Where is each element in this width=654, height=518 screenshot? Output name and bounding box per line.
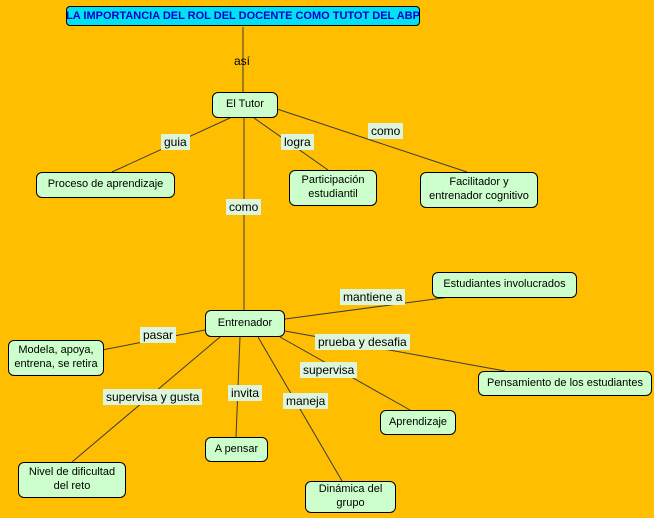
link-label-como-facilitador[interactable]: como [368, 123, 404, 140]
link-label-asi[interactable]: así [234, 54, 251, 68]
link-label-supervisa[interactable]: supervisa [300, 362, 358, 379]
link-label-invita[interactable]: invita [228, 385, 263, 402]
link-label-como-entrenador[interactable]: como [226, 199, 262, 216]
link-label-pasar[interactable]: pasar [140, 327, 177, 344]
link-label-guia[interactable]: guia [161, 134, 190, 151]
edge-entrenador-estudiantes [284, 296, 451, 320]
node-el-tutor[interactable]: El Tutor [212, 92, 278, 118]
node-participacion-estudiantil[interactable]: Participación estudiantil [289, 170, 377, 206]
map-title-node[interactable]: LA IMPORTANCIA DEL ROL DEL DOCENTE COMO … [66, 6, 420, 26]
node-aprendizaje[interactable]: Aprendizaje [380, 410, 456, 435]
link-label-mantiene-a[interactable]: mantiene a [340, 289, 406, 306]
node-a-pensar[interactable]: A pensar [205, 437, 268, 462]
link-label-prueba-y-desafia[interactable]: prueba y desafia [315, 334, 410, 351]
node-pensamiento-estudiantes[interactable]: Pensamiento de los estudiantes [478, 371, 652, 396]
node-proceso-de-aprendizaje[interactable]: Proceso de aprendizaje [36, 172, 175, 198]
node-facilitador-entrenador-cognitivo[interactable]: Facilitador y entrenador cognitivo [420, 172, 538, 208]
link-label-supervisa-y-gusta[interactable]: supervisa y gusta [103, 389, 203, 406]
node-modela-apoya-entrena[interactable]: Modela, apoya, entrena, se retira [8, 340, 104, 376]
node-estudiantes-involucrados[interactable]: Estudiantes involucrados [432, 272, 577, 298]
edge-tutor-facilitador [276, 108, 468, 173]
link-label-logra[interactable]: logra [281, 134, 314, 151]
link-label-maneja[interactable]: maneja [283, 393, 329, 410]
node-entrenador[interactable]: Entrenador [205, 310, 285, 337]
node-nivel-de-dificultad[interactable]: Nivel de dificultad del reto [18, 462, 126, 498]
node-dinamica-del-grupo[interactable]: Dinámica del grupo [305, 481, 396, 513]
